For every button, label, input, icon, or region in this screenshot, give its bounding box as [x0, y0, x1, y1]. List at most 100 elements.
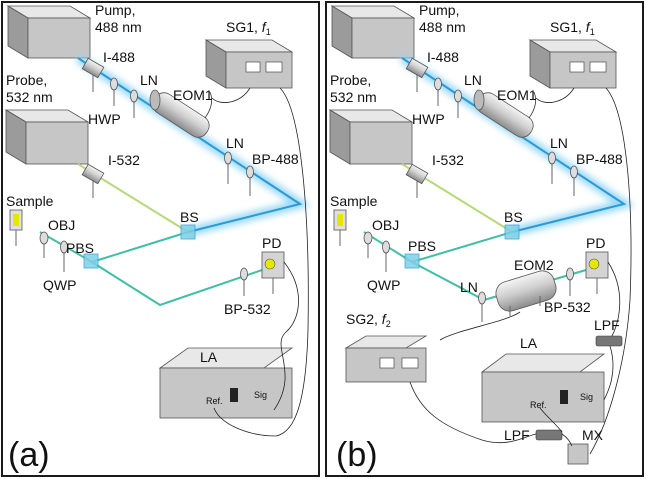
- qwp-optic: [60, 240, 68, 272]
- eom2-device: [495, 270, 557, 316]
- sample-label: Sample: [6, 193, 54, 209]
- bp532-label: BP-532: [224, 301, 271, 317]
- beam-splitter: [180, 224, 196, 240]
- pump-label-1: Pump,: [419, 2, 459, 18]
- pump-laser: [330, 5, 416, 59]
- probe-label-2: 532 nm: [6, 89, 53, 105]
- bp488-filter: [246, 165, 254, 196]
- probe-laser: [4, 109, 90, 165]
- bp532-label: BP-532: [544, 299, 591, 315]
- sample-holder: [333, 209, 347, 246]
- pump-label-2: 488 nm: [95, 19, 142, 35]
- lpf-2: [535, 429, 563, 441]
- hwp-label: HWP: [88, 111, 121, 127]
- bs-label: BS: [180, 209, 199, 225]
- beam-splitter: [504, 224, 520, 240]
- sig-label: Sig: [580, 392, 593, 402]
- mx-label: MX: [582, 427, 604, 443]
- sg1-generator: [528, 39, 618, 89]
- isolator-532: [81, 163, 105, 198]
- sample-label: Sample: [330, 193, 378, 209]
- ln-optic-1: [454, 89, 462, 118]
- panel-b-tag: (b): [336, 436, 378, 474]
- pump-label-1: Pump,: [95, 2, 135, 18]
- eom1-label: EOM1: [497, 87, 537, 103]
- i488-label: I-488: [103, 49, 135, 65]
- i488-label: I-488: [427, 49, 459, 65]
- objective-lens: [363, 231, 373, 258]
- ln-optic-2: [224, 151, 232, 184]
- bp488-label: BP-488: [576, 151, 623, 167]
- pbs-cube: [83, 253, 99, 269]
- bp532-filter: [240, 267, 248, 296]
- lockin-amplifier: [158, 347, 294, 419]
- pbs-label: PBS: [408, 238, 436, 254]
- ln-label-2: LN: [226, 135, 244, 151]
- hwp-label: HWP: [412, 111, 445, 127]
- i532-label: I-532: [432, 152, 464, 168]
- bp488-filter: [570, 165, 578, 196]
- cables: [211, 87, 309, 437]
- sg1-label: SG1, f1: [550, 19, 595, 37]
- ln-label-2: LN: [550, 135, 568, 151]
- ln-optic-2: [548, 151, 556, 184]
- sig-label: Sig: [254, 390, 267, 400]
- ln-label-1: LN: [464, 72, 482, 88]
- mixer: [567, 443, 589, 465]
- lpf-label-1: LPF: [594, 317, 620, 333]
- ln-optic-1: [130, 89, 138, 118]
- lpf-label-2: LPF: [504, 427, 530, 443]
- probe-label-1: Probe,: [330, 72, 371, 88]
- isolator-488: [81, 57, 105, 92]
- probe-laser: [328, 109, 414, 165]
- bp532-filter: [566, 267, 574, 296]
- eom1-label: EOM1: [173, 87, 213, 103]
- photodetector: [261, 251, 285, 294]
- eom1-device: [149, 89, 213, 138]
- sg1-generator: [204, 39, 294, 89]
- obj-label: OBJ: [48, 217, 75, 233]
- probe-label-2: 532 nm: [330, 89, 377, 105]
- panel-b: Pump, 488 nm Probe, 532 nm I-488 I-532 H…: [325, 1, 644, 477]
- qwp-optic: [382, 240, 390, 272]
- la-label: LA: [520, 335, 538, 351]
- ref-label: Ref.: [206, 396, 223, 406]
- photodetector: [585, 251, 609, 294]
- objective-lens: [39, 231, 49, 258]
- bp488-label: BP-488: [252, 151, 299, 167]
- isolator-488: [405, 57, 429, 92]
- pump-laser: [6, 5, 92, 59]
- pbs-cube: [404, 253, 420, 269]
- sample-holder: [9, 209, 23, 246]
- lockin-amplifier: [480, 353, 606, 423]
- panel-frame: [1, 1, 320, 477]
- eom2-label: EOM2: [514, 257, 554, 273]
- sg2-generator: [344, 335, 428, 383]
- bs-label: BS: [504, 209, 523, 225]
- hwp-optic: [434, 77, 442, 106]
- i532-label: I-532: [108, 152, 140, 168]
- qwp-label: QWP: [43, 277, 76, 293]
- pd-label: PD: [586, 235, 605, 251]
- lpf-1: [595, 335, 623, 347]
- sg2-label: SG2, f2: [346, 311, 391, 329]
- ln-label-3: LN: [460, 279, 478, 295]
- pbs-label: PBS: [66, 240, 94, 256]
- eom1-device: [473, 89, 537, 138]
- panel-a-tag: (a): [8, 436, 50, 474]
- panel-frame: [325, 1, 644, 477]
- ln-optic-3: [478, 291, 486, 322]
- sg1-label: SG1, f1: [226, 19, 271, 37]
- cables: [409, 87, 632, 455]
- ref-label: Ref.: [530, 400, 547, 410]
- qwp-label: QWP: [367, 277, 400, 293]
- hwp-optic: [110, 77, 118, 106]
- probe-label-1: Probe,: [6, 72, 47, 88]
- ln-label-1: LN: [140, 72, 158, 88]
- la-label: LA: [200, 349, 218, 365]
- isolator-532: [405, 163, 429, 198]
- pump-label-2: 488 nm: [419, 19, 466, 35]
- panel-a: Pump, 488 nm Probe, 532 nm I-488 I-532 H…: [1, 1, 320, 477]
- obj-label: OBJ: [372, 217, 399, 233]
